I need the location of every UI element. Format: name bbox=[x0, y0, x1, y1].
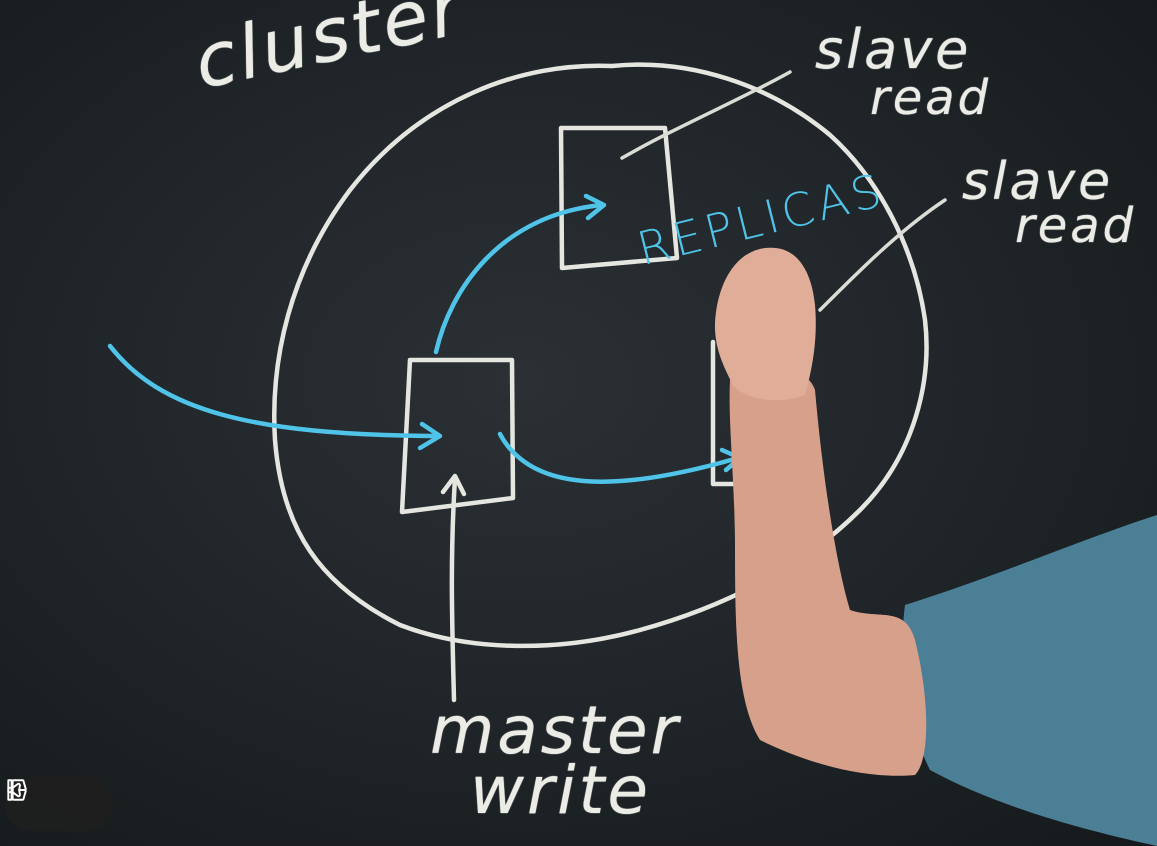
slave-read-2-line1: slave bbox=[962, 152, 1114, 212]
presenter-shirt bbox=[902, 515, 1157, 846]
incoming-request-arrowhead bbox=[417, 421, 443, 451]
slave-read-2-line2: read bbox=[1015, 198, 1137, 254]
slave-read-1-line1: slave bbox=[815, 18, 972, 81]
presenter-forearm bbox=[729, 366, 927, 776]
cluster-boundary bbox=[272, 62, 929, 649]
master-node bbox=[399, 357, 516, 515]
replication-arrowhead-top bbox=[583, 193, 607, 221]
slave-node-top bbox=[558, 125, 680, 271]
incoming-request-arrow bbox=[107, 343, 439, 439]
slave-node-right bbox=[710, 339, 743, 487]
slave-read-1-pointer bbox=[620, 70, 792, 160]
thumbs-up-button[interactable] bbox=[7, 782, 106, 824]
write-label: write bbox=[470, 752, 651, 829]
master-label: master bbox=[430, 692, 681, 769]
slave-read-1-line2: read bbox=[870, 70, 992, 126]
feedback-bar bbox=[4, 777, 113, 831]
replication-arrow-top bbox=[433, 202, 605, 355]
presenter-hand bbox=[714, 247, 816, 401]
thumbs-up-icon bbox=[7, 782, 27, 801]
slave-read-2-pointer bbox=[818, 198, 947, 312]
write-arrow-head bbox=[440, 473, 467, 497]
replication-arrow-right bbox=[497, 431, 741, 484]
write-arrow bbox=[449, 475, 458, 703]
